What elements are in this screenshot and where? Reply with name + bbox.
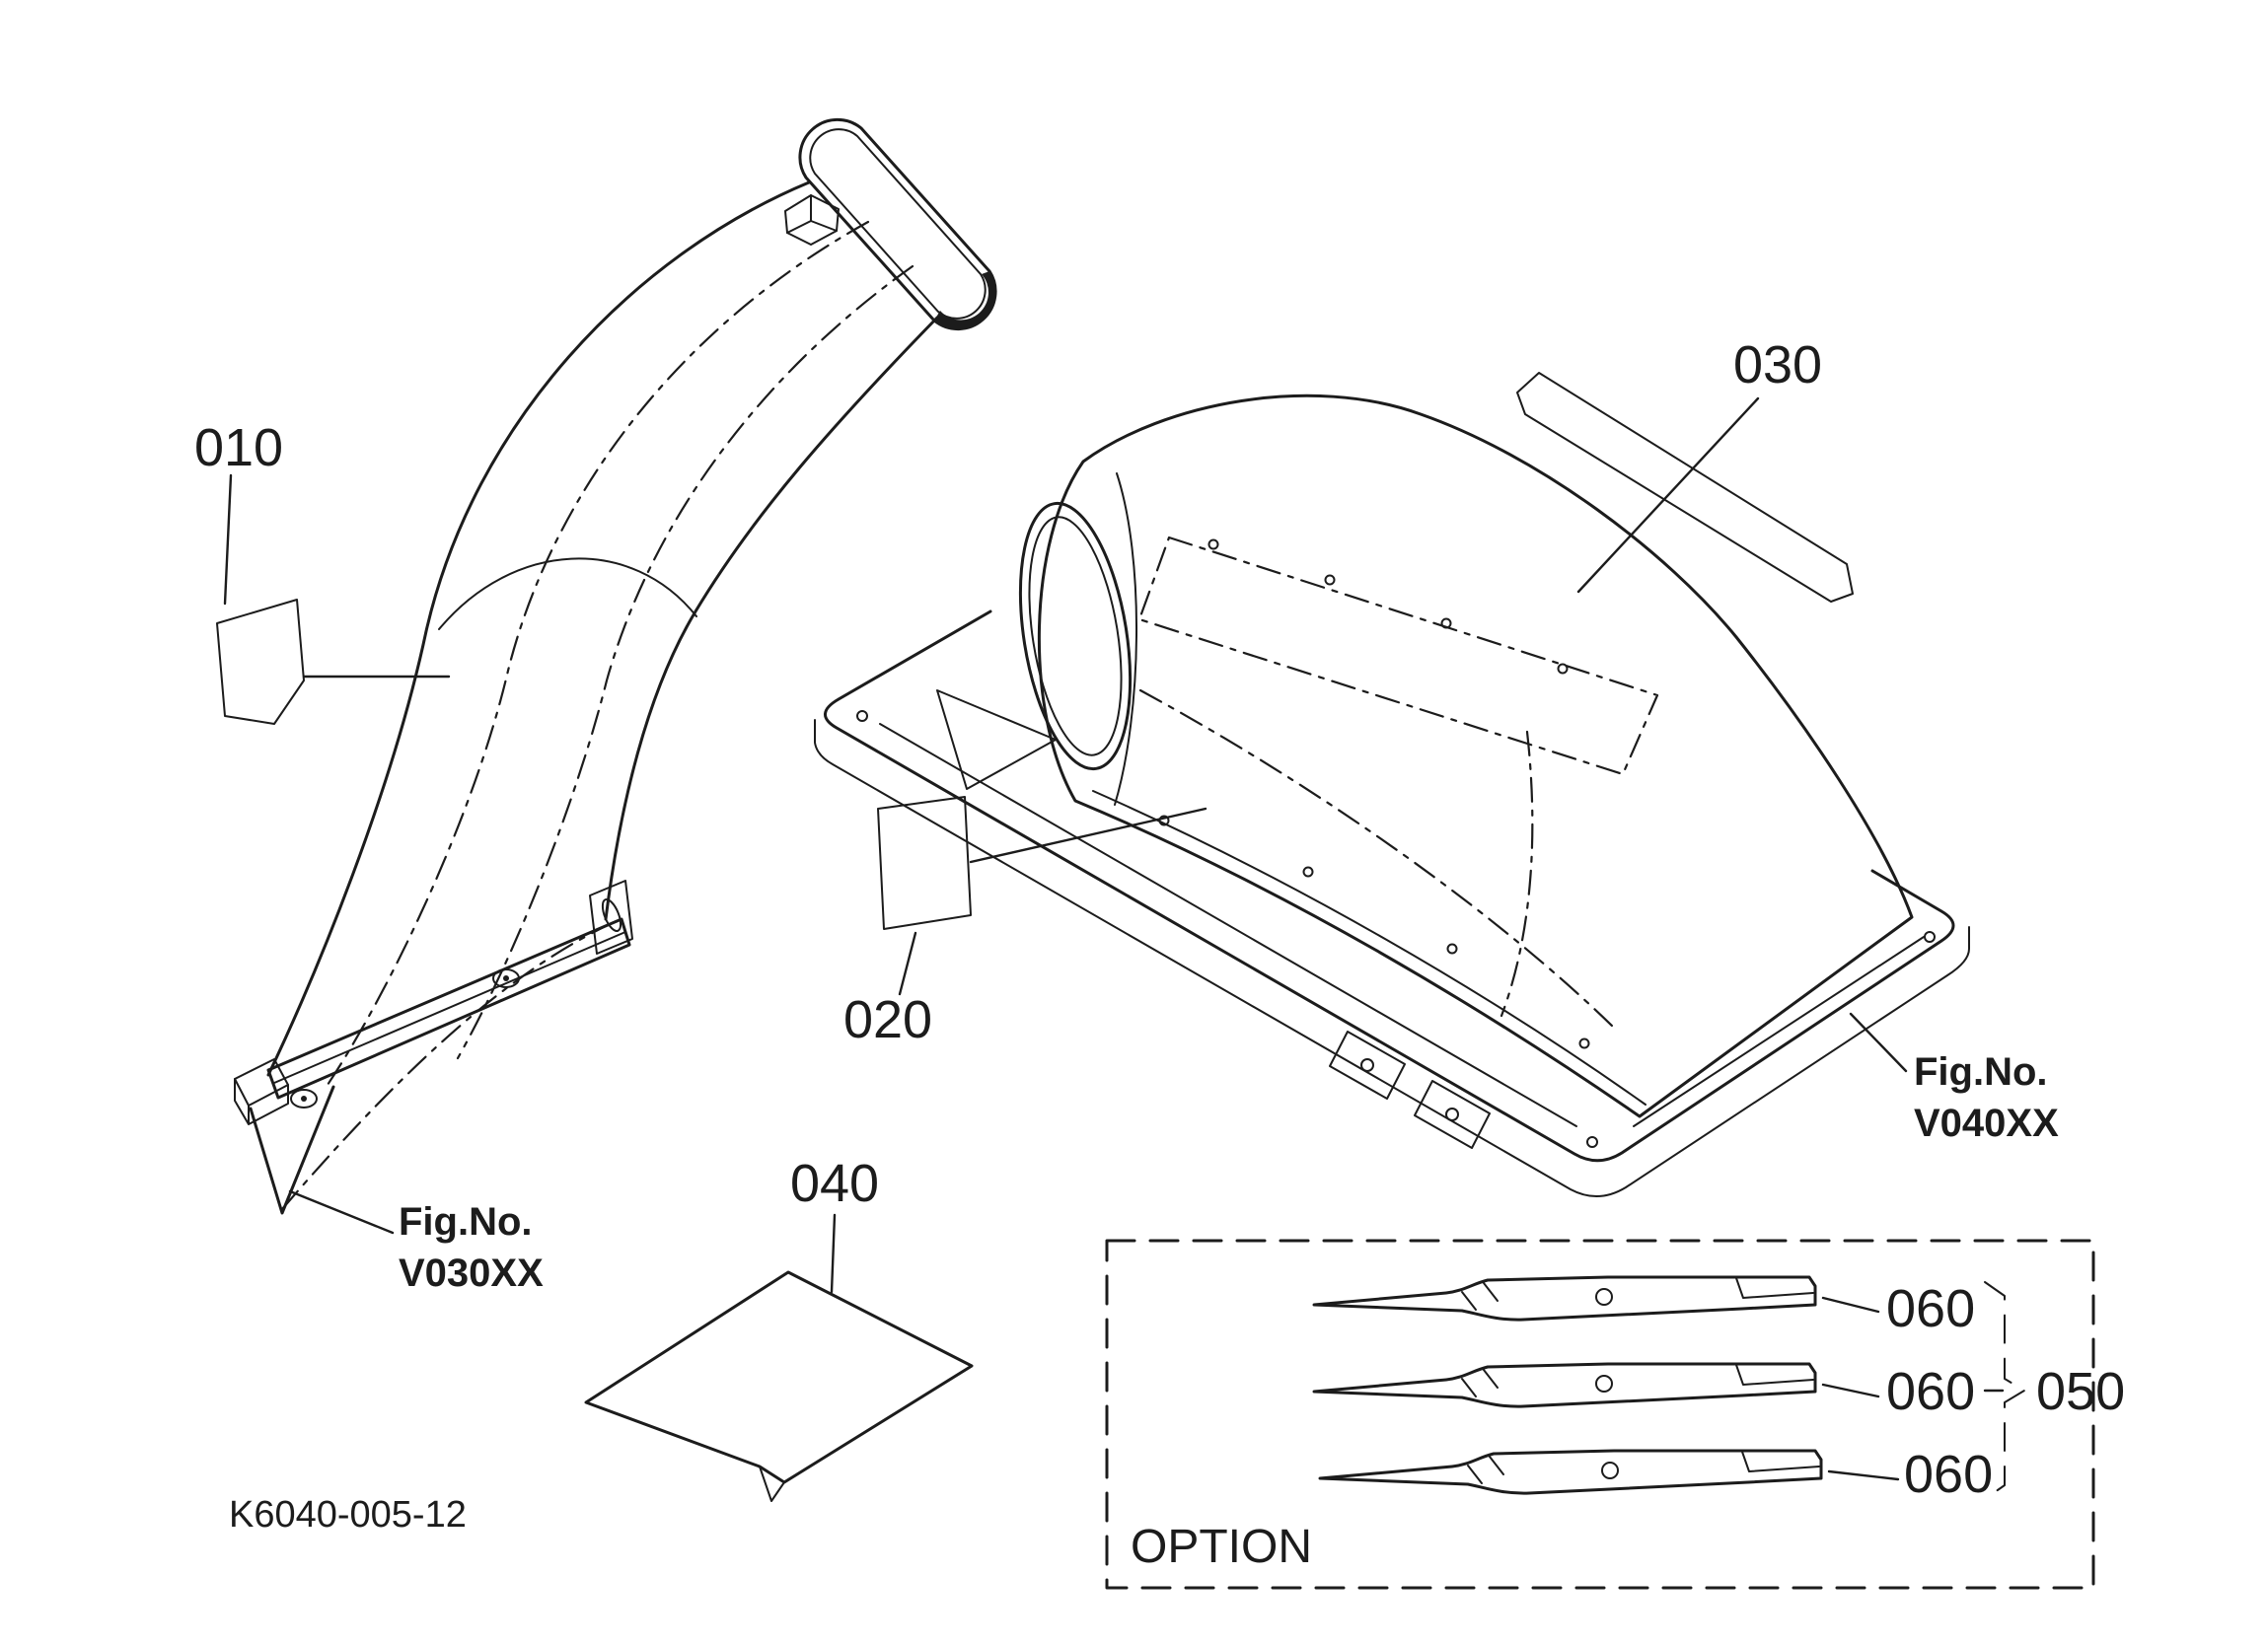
- cover-fan-opening-inner: [1028, 516, 1123, 756]
- callout-020-label: 020: [843, 990, 932, 1049]
- cover-dome-body: [1037, 394, 1914, 1118]
- chute-inner-edge: [604, 316, 939, 921]
- chute-outer-edge: [266, 180, 811, 1077]
- mower-blade-1: [1312, 1275, 1817, 1322]
- bracket-slot-hole: [601, 898, 622, 932]
- callout-020-leader-to-cover: [969, 807, 1207, 864]
- cover-illustration: [814, 394, 1970, 1197]
- cover-front-phantom-line: [1138, 688, 1618, 1032]
- callout-060-label-1: 060: [1886, 1279, 1975, 1338]
- callout-030-label: 030: [1733, 335, 1822, 394]
- option-box-border: [1105, 1239, 2095, 1590]
- fig-ref-v040-code: V040XX: [1914, 1102, 2059, 1145]
- chute-rim-edge-shading: [934, 271, 996, 329]
- chute-phantom-line-1: [326, 220, 870, 1087]
- fig-ref-v030-group: Fig.No. V030XX: [288, 1189, 544, 1295]
- cover-fan-opening-outer: [1018, 501, 1133, 771]
- decal-020-patch: [877, 796, 972, 930]
- label-sheet-group: 040: [584, 1154, 974, 1502]
- chute-bend-arc: [438, 557, 697, 630]
- chute-clip-tab: [784, 194, 840, 246]
- fig-ref-v030-code: V030XX: [399, 1252, 544, 1295]
- chute-phantom-line-3: [280, 923, 610, 1211]
- fig-ref-v030-label: Fig.No.: [399, 1200, 533, 1244]
- mower-blade-3: [1318, 1449, 1823, 1495]
- decal-030-group: 030: [1516, 335, 1854, 603]
- cover-dome-bottom-rim: [1092, 790, 1646, 1106]
- cover-mounting-tab: [1414, 1080, 1491, 1149]
- cover-base-plate-thickness: [814, 719, 1970, 1197]
- option-box-group: OPTION 060 060 060 050: [1105, 1239, 2125, 1590]
- label-sheet-outline: [584, 1270, 974, 1484]
- fig-ref-v040-group: Fig.No. V040XX: [1849, 1012, 2059, 1145]
- chute-opening-inner-rim: [809, 128, 987, 320]
- blade-group-brace: [1984, 1281, 2025, 1500]
- bolt-head: [492, 968, 520, 988]
- decal-010-group: 010: [194, 418, 451, 725]
- callout-040-label: 040: [790, 1154, 879, 1213]
- cover-screw-holes: [856, 538, 1936, 1148]
- callout-060-leader-3: [1827, 1469, 1900, 1481]
- chute-opening-rim: [798, 117, 997, 331]
- chute-mounting-bracket: [234, 880, 633, 1125]
- chute-phantom-line-2: [456, 264, 915, 1060]
- chute-lower-tip: [249, 1085, 335, 1215]
- fig-ref-v040-label: Fig.No.: [1914, 1050, 2048, 1094]
- callout-010-label: 010: [194, 418, 283, 477]
- decal-010-patch: [216, 599, 305, 725]
- fig-ref-v040-leader: [1849, 1012, 1908, 1073]
- callout-060-leader-2: [1821, 1383, 1880, 1398]
- option-box-title: OPTION: [1131, 1521, 1312, 1573]
- callout-040-leader: [830, 1213, 837, 1294]
- cover-base-plate: [824, 609, 1955, 1163]
- callout-020-leader-to-label: [898, 931, 917, 996]
- label-sheet-fold-corner: [759, 1466, 785, 1502]
- fig-ref-v030-leader: [288, 1189, 395, 1235]
- cover-base-flange-inner-lines: [879, 723, 1925, 1127]
- callout-060-label-3: 060: [1904, 1445, 1993, 1504]
- callout-050-label: 050: [2036, 1362, 2125, 1421]
- chute-illustration: [234, 117, 997, 1215]
- decal-030-strip: [1516, 372, 1854, 603]
- decal-020-group: 020: [843, 796, 1207, 1049]
- callout-030-leader: [1576, 396, 1760, 594]
- callout-060-label-2: 060: [1886, 1362, 1975, 1421]
- cover-left-face-edge: [1114, 472, 1138, 806]
- bracket-foot: [234, 1058, 289, 1125]
- cover-top-panel-outline: [1137, 536, 1659, 776]
- callout-010-leader-vertical: [223, 473, 233, 606]
- drawing-number: K6040-005-12: [229, 1494, 467, 1536]
- callout-060-leader-1: [1821, 1296, 1880, 1314]
- bolt-head: [290, 1089, 318, 1109]
- cover-mounting-tab: [1329, 1031, 1406, 1100]
- cover-gusset: [936, 689, 1057, 790]
- cover-side-phantom-line: [1500, 730, 1534, 1018]
- mower-blade-2: [1312, 1362, 1817, 1408]
